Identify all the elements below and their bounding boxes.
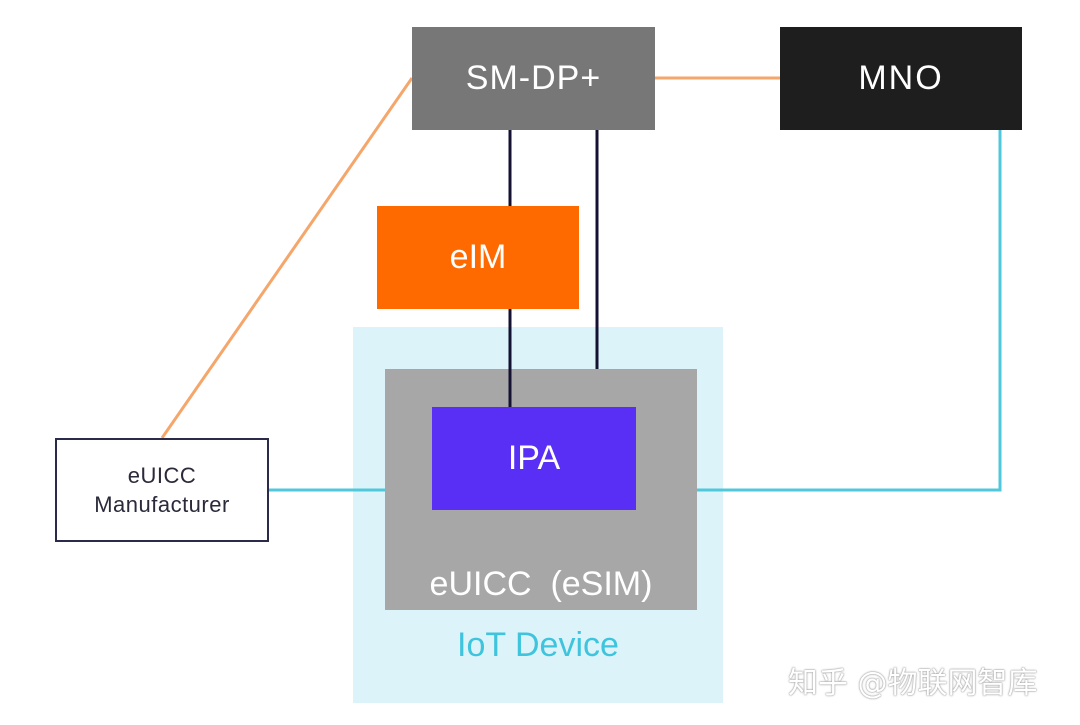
manufacturer-label-line2: Manufacturer	[94, 492, 230, 517]
iot-device-label: IoT Device	[457, 625, 619, 664]
euicc-manufacturer-box: eUICC Manufacturer	[55, 438, 269, 542]
manufacturer-label-line1: eUICC	[127, 463, 197, 488]
eim-label: eIM	[449, 238, 507, 276]
watermark: 知乎 @物联网智库	[788, 666, 1038, 701]
smdp-label: SM-DP+	[465, 59, 602, 97]
mno-euicc-link	[697, 130, 1002, 492]
euicc-label: eUICC (eSIM)	[429, 564, 653, 603]
ipa-box: IPA	[432, 407, 636, 510]
mno-label: MNO	[858, 59, 944, 97]
ipa-label: IPA	[507, 439, 561, 477]
smdp-manufacturer-link	[160, 77, 414, 439]
smdp-box: SM-DP+	[412, 27, 655, 130]
eim-box: eIM	[377, 206, 579, 309]
mno-box: MNO	[780, 27, 1022, 130]
